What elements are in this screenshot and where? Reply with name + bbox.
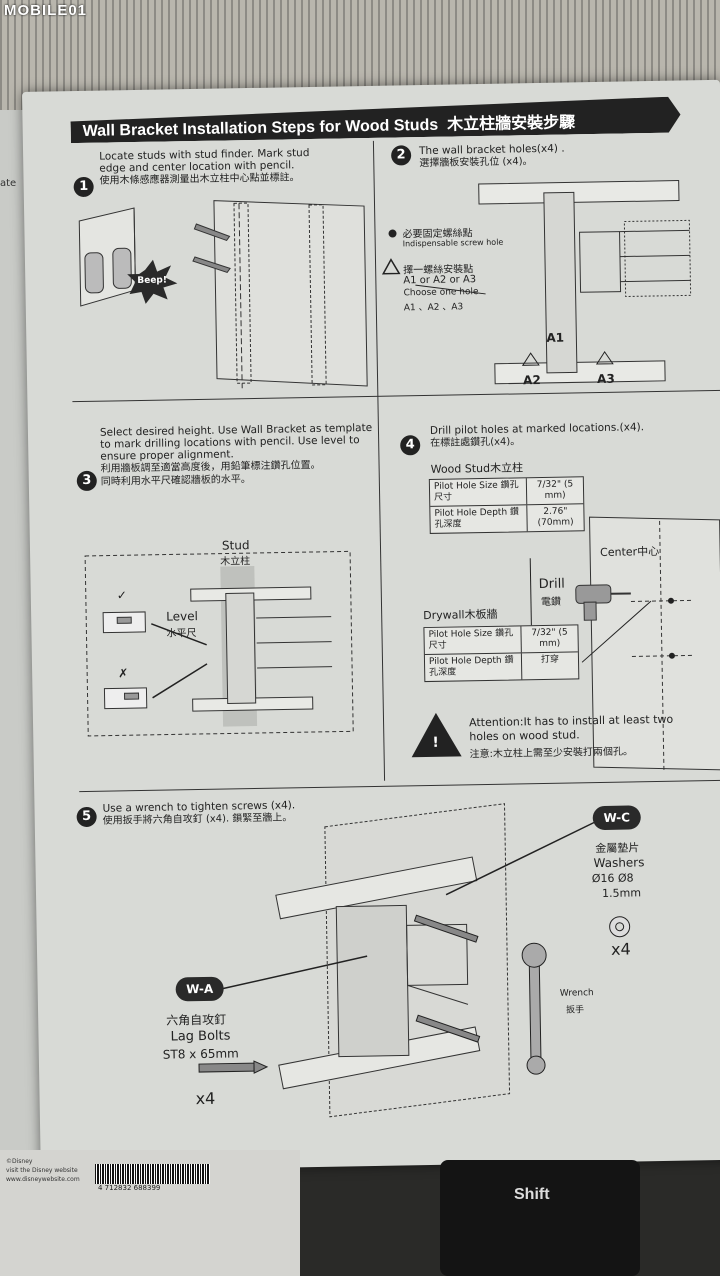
box-text-3: www.disneywebsite.com (6, 1176, 80, 1183)
beep-label: Beep! (137, 275, 168, 287)
pencil-icon (192, 223, 231, 274)
warning-icon (411, 712, 462, 758)
bracket-drawing-step5 (275, 803, 511, 1118)
wa-tag: W-A (175, 976, 224, 1002)
warning-exclamation-icon: ! (432, 734, 439, 751)
a2-marker-icon (521, 352, 540, 366)
check-bad-icon: ✗ (118, 666, 129, 681)
wc-en: Washers (593, 855, 645, 871)
wrench-icon (521, 942, 547, 1075)
step1-wall-illustration (78, 200, 368, 389)
wrench-label-zh: 扳手 (566, 1005, 585, 1016)
diagram-artwork (78, 180, 720, 1118)
step2-text-en: The wall bracket holes(x4) . (418, 142, 565, 158)
step2-text-zh: 選擇牆板安裝孔位 (x4)。 (419, 156, 533, 170)
legend-dot-en: Indispensable screw hole (402, 237, 504, 249)
check-good-icon: ✓ (116, 588, 127, 603)
level-label-zh: 水平尺 (166, 628, 197, 640)
watermark: MOBILE01 (4, 2, 88, 19)
drill-label-zh: 電鑽 (540, 596, 562, 609)
wood-stud-drawing (588, 516, 720, 771)
beep-burst-icon (127, 259, 178, 304)
keyboard-shift-key: Shift (440, 1160, 640, 1276)
center-label: Center中心 (600, 544, 660, 559)
wa-qty: x4 (195, 1088, 216, 1109)
level-arrow (151, 623, 207, 646)
hole-a1-label: A1 (546, 330, 565, 345)
wc-tag: W-C (592, 805, 641, 831)
left-page-text: ate (0, 178, 17, 189)
hole-a3-label: A3 (596, 371, 615, 387)
level-bad-icon (103, 687, 148, 710)
drill-icon (575, 584, 631, 621)
pilot-hole-marker (668, 652, 675, 659)
legend-tri-en-2: Choose one hole (403, 287, 479, 299)
level-good-icon (102, 611, 146, 634)
product-box: ©Disney visit the Disney website www.dis… (0, 1150, 300, 1276)
stud-finder-icon (84, 247, 132, 294)
box-text-1: ©Disney (6, 1158, 33, 1165)
screw-hole-legend-dot (388, 229, 397, 238)
legend-tri-en-1: A1 or A2 or A3 (403, 274, 477, 287)
stud-label-en: Stud (221, 538, 250, 553)
step3-text-en-3: ensure proper alignment. (100, 448, 234, 463)
step4-text-zh: 在標註處鑽孔(x4)。 (430, 436, 521, 449)
wc-spec-1: Ø16 Ø8 (591, 871, 634, 886)
wa-zh: 六角自攻釘 (166, 1012, 227, 1028)
drywall-label: Drywall木板牆 (423, 607, 498, 623)
wc-spec-2: 1.5mm (601, 886, 642, 900)
step3-dashed-frame (84, 550, 354, 737)
attention-en-2: holes on wood stud. (469, 728, 580, 744)
drill-label-en: Drill (538, 576, 566, 593)
box-text-2: visit the Disney website (6, 1167, 78, 1174)
bracket-drawing-step2 (478, 180, 692, 385)
legend-tri-en-3: A1 、A2 、A3 (403, 302, 464, 314)
barcode-number: 4 712832 688399 (98, 1184, 161, 1192)
barcode (95, 1164, 210, 1184)
bracket-drawing-step3 (190, 586, 333, 712)
hole-a2-label: A2 (522, 372, 541, 388)
wrench-label-en: Wrench (559, 988, 594, 999)
lag-bolt-icon (198, 914, 481, 1074)
level-label-en: Level (166, 609, 198, 624)
wc-zh: 金屬墊片 (595, 841, 640, 856)
wc-qty: x4 (610, 939, 631, 959)
instruction-manual-page: Wall Bracket Installation Steps for Wood… (22, 79, 720, 1172)
wa-en: Lag Bolts (170, 1028, 231, 1045)
wa-spec: ST8 x 65mm (162, 1046, 239, 1062)
stud-label-zh: 木立柱 (220, 556, 251, 568)
a3-marker-icon (595, 350, 614, 365)
wood-stud-label: Wood Stud木立柱 (430, 461, 524, 476)
attention-zh: 注意:木立柱上需至少安裝打兩個孔。 (469, 746, 634, 761)
option-hole-legend-triangle (381, 258, 401, 275)
pilot-hole-marker (667, 597, 674, 604)
level-arrow-2 (152, 663, 208, 699)
